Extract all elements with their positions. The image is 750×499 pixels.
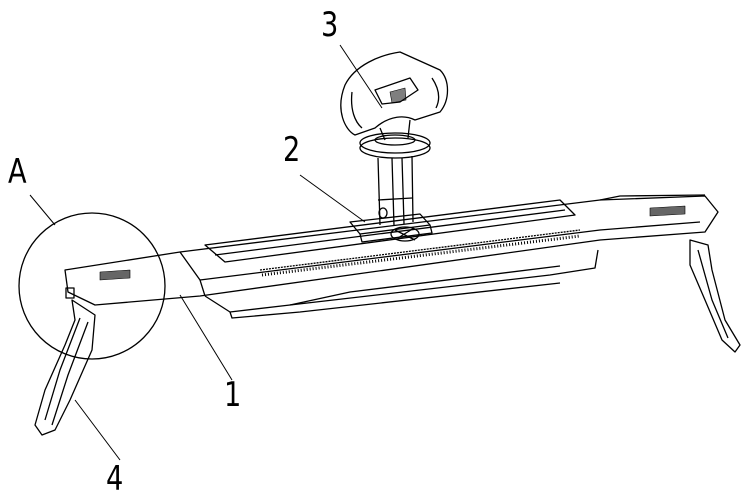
knob [340,51,449,159]
detail-circle-a [18,212,166,360]
right-leg [689,239,741,353]
label-part-2: 2 [283,130,301,170]
leader-lines [29,44,383,461]
slider-block [349,213,433,243]
label-part-4: 4 [106,459,124,499]
left-leg [34,287,96,436]
post [377,155,414,227]
label-part-1: 1 [224,375,242,415]
label-part-3: 3 [321,5,339,45]
main-beam [64,194,719,319]
label-detail-a: A [8,152,27,192]
